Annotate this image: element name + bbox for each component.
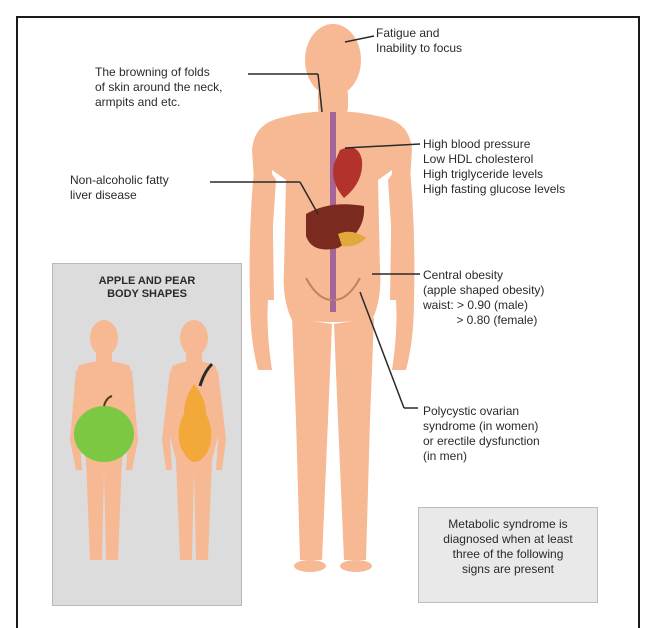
label-line: > 0.80 (female)	[423, 313, 544, 328]
panel-title-line: BODY SHAPES	[52, 288, 242, 301]
label-line: Non-alcoholic fatty	[70, 173, 169, 188]
label-line: syndrome (in women)	[423, 419, 540, 434]
label-line: liver disease	[70, 188, 169, 203]
panel-title-line: APPLE AND PEAR	[52, 275, 242, 288]
label-line: waist: > 0.90 (male)	[423, 298, 544, 313]
label-line: High triglyceride levels	[423, 167, 565, 182]
note-line: diagnosed when at least	[418, 532, 598, 547]
label-line: (apple shaped obesity)	[423, 283, 544, 298]
label-line: Inability to focus	[376, 41, 462, 56]
apple-shape	[74, 406, 134, 462]
label-line: (in men)	[423, 449, 540, 464]
label-line: or erectile dysfunction	[423, 434, 540, 449]
note-line: signs are present	[418, 562, 598, 577]
note-line: three of the following	[418, 547, 598, 562]
label-line: Low HDL cholesterol	[423, 152, 565, 167]
obesity-label: Central obesity(apple shaped obesity)wai…	[423, 268, 544, 328]
apple-body-figure	[70, 320, 138, 560]
label-line: Fatigue and	[376, 26, 462, 41]
label-line: Polycystic ovarian	[423, 404, 540, 419]
label-line: Central obesity	[423, 268, 544, 283]
note-line: Metabolic syndrome is	[418, 517, 598, 532]
diagnosis-note-text: Metabolic syndrome is diagnosed when at …	[418, 517, 598, 577]
pear-body-figure	[162, 320, 226, 560]
label-line: The browning of folds	[95, 65, 222, 80]
panel-title: APPLE AND PEAR BODY SHAPES	[52, 275, 242, 301]
label-line: armpits and etc.	[95, 95, 222, 110]
label-line: of skin around the neck,	[95, 80, 222, 95]
label-line: High blood pressure	[423, 137, 565, 152]
label-line: High fasting glucose levels	[423, 182, 565, 197]
